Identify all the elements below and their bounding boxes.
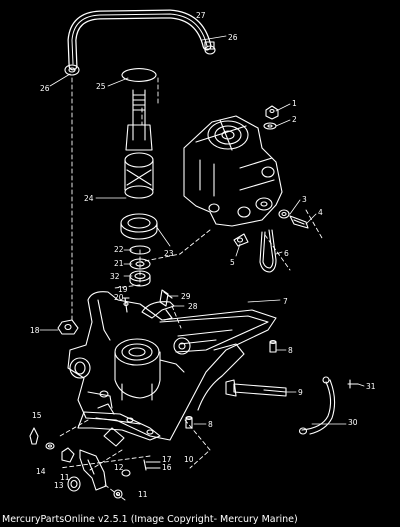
ground-clip-parts [233, 229, 277, 273]
ground-strap-parts [298, 376, 359, 435]
callout-16: 16 [162, 463, 172, 472]
lower-plate-part [77, 411, 161, 447]
callout-7: 7 [283, 297, 288, 306]
nut-washer-parts [263, 105, 279, 130]
callout-21: 21 [114, 259, 124, 268]
callout-14: 14 [36, 467, 46, 476]
callout-11b: 11 [138, 490, 148, 499]
callout-5: 5 [230, 258, 235, 267]
callout-6: 6 [284, 249, 289, 258]
callout-29: 29 [181, 292, 191, 301]
callout-23: 23 [164, 249, 174, 258]
callout-17: 17 [162, 455, 172, 464]
pivot-bolt-parts [278, 209, 309, 229]
callout-28: 28 [188, 302, 198, 311]
callout-labels: 1 2 3 4 5 6 7 8 8 9 10 11 11 12 13 14 15… [30, 11, 376, 499]
small-screw-part [122, 297, 130, 313]
callout-9: 9 [298, 388, 303, 397]
callout-22: 22 [114, 245, 124, 254]
callout-20: 20 [114, 293, 124, 302]
callout-11: 11 [60, 473, 70, 482]
callout-8: 8 [288, 346, 293, 355]
callout-30: 30 [348, 418, 358, 427]
hose-part [64, 9, 216, 76]
callout-25: 25 [96, 82, 106, 91]
bushing-parts [185, 339, 277, 429]
callout-2: 2 [292, 115, 297, 124]
callout-31: 31 [366, 382, 376, 391]
collar-part [129, 270, 151, 287]
callout-15: 15 [32, 411, 42, 420]
callout-12: 12 [114, 463, 124, 472]
callout-13: 13 [54, 481, 64, 490]
long-bolt-part [225, 379, 287, 397]
callout-27: 27 [196, 11, 206, 20]
callout-18: 18 [30, 326, 40, 335]
snap-ring-part [121, 68, 157, 82]
callout-1: 1 [292, 99, 297, 108]
gimbal-housing-part [67, 291, 277, 441]
lower-hardware-parts [29, 427, 161, 499]
exploded-parts-diagram: 1 2 3 4 5 6 7 8 8 9 10 11 11 12 13 14 15… [29, 9, 376, 501]
callout-8b: 8 [208, 420, 213, 429]
callout-26: 26 [40, 84, 50, 93]
callout-32: 32 [110, 272, 120, 281]
bearing-part [120, 213, 158, 240]
fitting-part [57, 319, 79, 335]
retainer-clip-parts [141, 289, 175, 321]
bell-housing-part [183, 115, 283, 227]
callout-26b: 26 [228, 33, 238, 42]
callout-24: 24 [84, 194, 94, 203]
callout-3: 3 [302, 195, 307, 204]
callout-10: 10 [184, 455, 194, 464]
callout-4: 4 [318, 208, 323, 217]
driveshaft-ujoint-part [124, 89, 154, 199]
callout-19: 19 [118, 285, 128, 294]
copyright-caption: MercuryPartsOnline v2.5.1 (Image Copyrig… [2, 514, 298, 525]
